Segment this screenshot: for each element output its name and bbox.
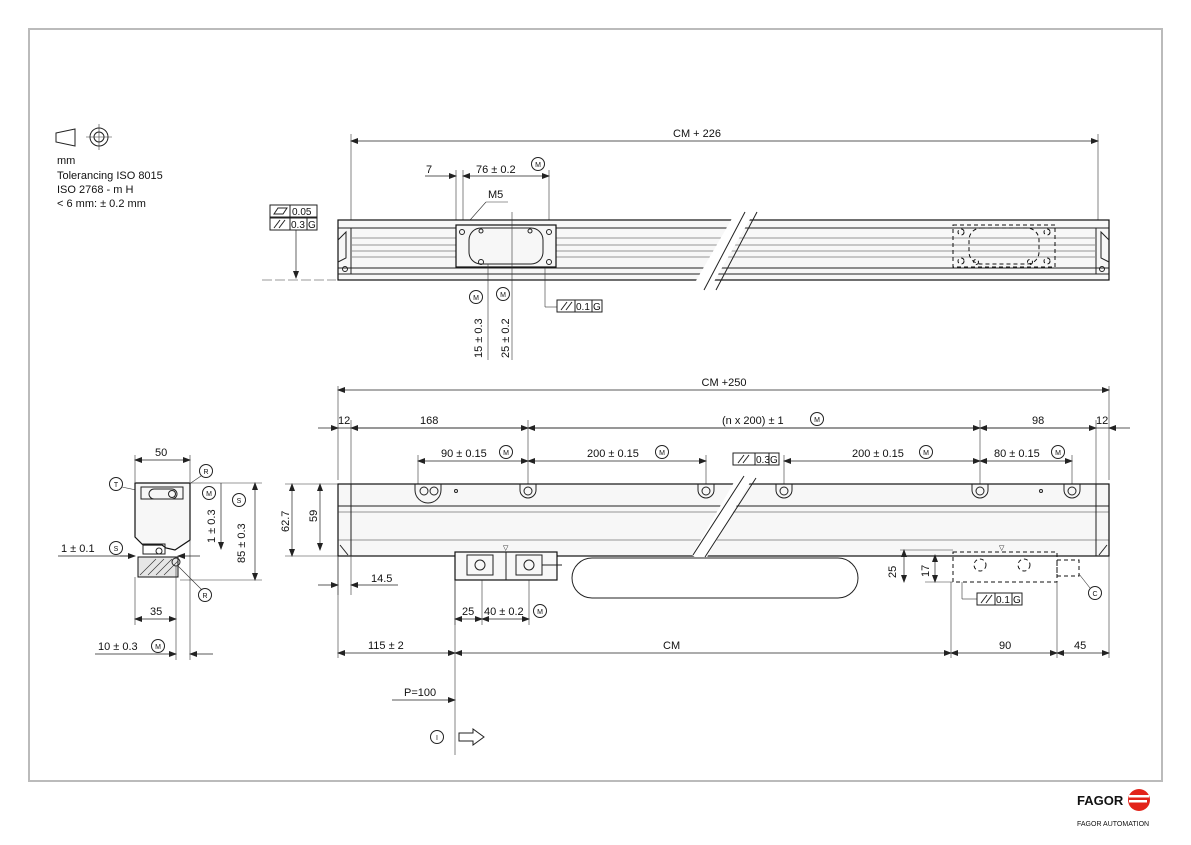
marker-c: C xyxy=(1092,591,1097,598)
brand-name: FAGOR xyxy=(1077,793,1124,808)
dim-25: 25 ± 0.2 xyxy=(500,318,512,358)
brand-subtitle: FAGOR AUTOMATION xyxy=(1077,821,1149,828)
marker-m: M xyxy=(659,450,665,457)
dim-25-left: 25 xyxy=(462,606,474,618)
parallel-value-mid: 0.1 xyxy=(576,302,590,313)
top-view: CM + 226 7 76 ± 0.2 M M5 xyxy=(262,128,1110,360)
dim-p100: P=100 xyxy=(404,687,436,699)
dim-200-a: 200 ± 0.15 xyxy=(587,448,639,460)
dim-35: 35 xyxy=(150,606,162,618)
dim-80: 80 ± 0.15 xyxy=(994,448,1040,460)
thread-m5: M5 xyxy=(488,189,503,201)
dim-25-right: 25 xyxy=(887,566,899,578)
datum-g-front: G xyxy=(770,455,778,466)
arrow-marker: ▽ xyxy=(503,545,509,552)
iso-note: ISO 2768 - m H xyxy=(57,184,133,196)
dim-1-03: 1 ± 0.3 xyxy=(206,509,218,543)
marker-m: M xyxy=(923,450,929,457)
dim-45: 45 xyxy=(1074,640,1086,652)
dim-115: 115 ± 2 xyxy=(368,640,404,652)
marker-t: T xyxy=(114,482,119,489)
marker-m: M xyxy=(1055,450,1061,457)
marker-m: M xyxy=(537,609,543,616)
parallel-value-front: 0.3 xyxy=(756,455,770,466)
projection-symbol-icon xyxy=(55,124,112,150)
dim-50: 50 xyxy=(155,447,167,459)
dim-90: 90 ± 0.15 xyxy=(441,448,487,460)
dim-pitch: (n x 200) ± 1 xyxy=(722,415,784,427)
dim-overall-top: CM + 226 xyxy=(673,128,721,140)
marker-m: M xyxy=(206,491,212,498)
section-view: 50 R T R 1 ± 0.3 M 85 ± 0.3 S xyxy=(58,447,262,660)
dim-overall-front: CM +250 xyxy=(702,377,747,389)
datum-g-mid: G xyxy=(593,302,601,313)
small-dim-note: < 6 mm: ± 0.2 mm xyxy=(57,198,146,210)
marker-m: M xyxy=(500,292,506,299)
marker-m: M xyxy=(473,295,479,302)
fagor-logo: FAGOR FAGOR AUTOMATION xyxy=(1077,789,1150,828)
tolerancing-note: Tolerancing ISO 8015 xyxy=(57,170,163,182)
dim-168: 168 xyxy=(420,415,438,427)
front-view: CM +250 12 168 (n x 200) ± 1 M 98 12 90 … xyxy=(280,377,1130,755)
dim-59: 59 xyxy=(308,510,320,522)
marker-r: R xyxy=(203,469,208,476)
flatness-value: 0.05 xyxy=(292,207,312,218)
marker-m: M xyxy=(535,162,541,169)
dim-62-7: 62.7 xyxy=(280,511,292,532)
parallel-value-top: 0.3 xyxy=(291,220,305,231)
dim-12-right: 12 xyxy=(1096,415,1108,427)
dim-90-right: 90 xyxy=(999,640,1011,652)
parallel-value-right: 0.1 xyxy=(996,595,1010,606)
arrow-marker-right: ▽ xyxy=(999,545,1005,552)
unit-note: mm xyxy=(57,155,75,167)
dim-1-01: 1 ± 0.1 xyxy=(61,543,95,555)
dim-10: 10 ± 0.3 xyxy=(98,641,138,653)
direction-arrow-icon xyxy=(458,728,485,746)
datum-g-right: G xyxy=(1013,595,1021,606)
dim-7: 7 xyxy=(426,164,432,176)
dim-cm: CM xyxy=(663,640,680,652)
dim-85: 85 ± 0.3 xyxy=(236,523,248,563)
marker-i: I xyxy=(436,735,438,742)
dim-98: 98 xyxy=(1032,415,1044,427)
dim-15: 15 ± 0.3 xyxy=(473,318,485,358)
dim-76: 76 ± 0.2 xyxy=(476,164,516,176)
dim-14-5: 14.5 xyxy=(371,573,392,585)
sheet-border xyxy=(28,28,1163,782)
datum-g-top: G xyxy=(308,220,316,231)
marker-m: M xyxy=(814,417,820,424)
dim-17: 17 xyxy=(920,565,932,577)
dim-12-left: 12 xyxy=(338,415,350,427)
marker-s: S xyxy=(114,546,119,553)
marker-m: M xyxy=(503,450,509,457)
dim-200-b: 200 ± 0.15 xyxy=(852,448,904,460)
marker-m: M xyxy=(155,644,161,651)
marker-s: S xyxy=(237,498,242,505)
marker-r: R xyxy=(202,593,207,600)
dim-40: 40 ± 0.2 xyxy=(484,606,524,618)
